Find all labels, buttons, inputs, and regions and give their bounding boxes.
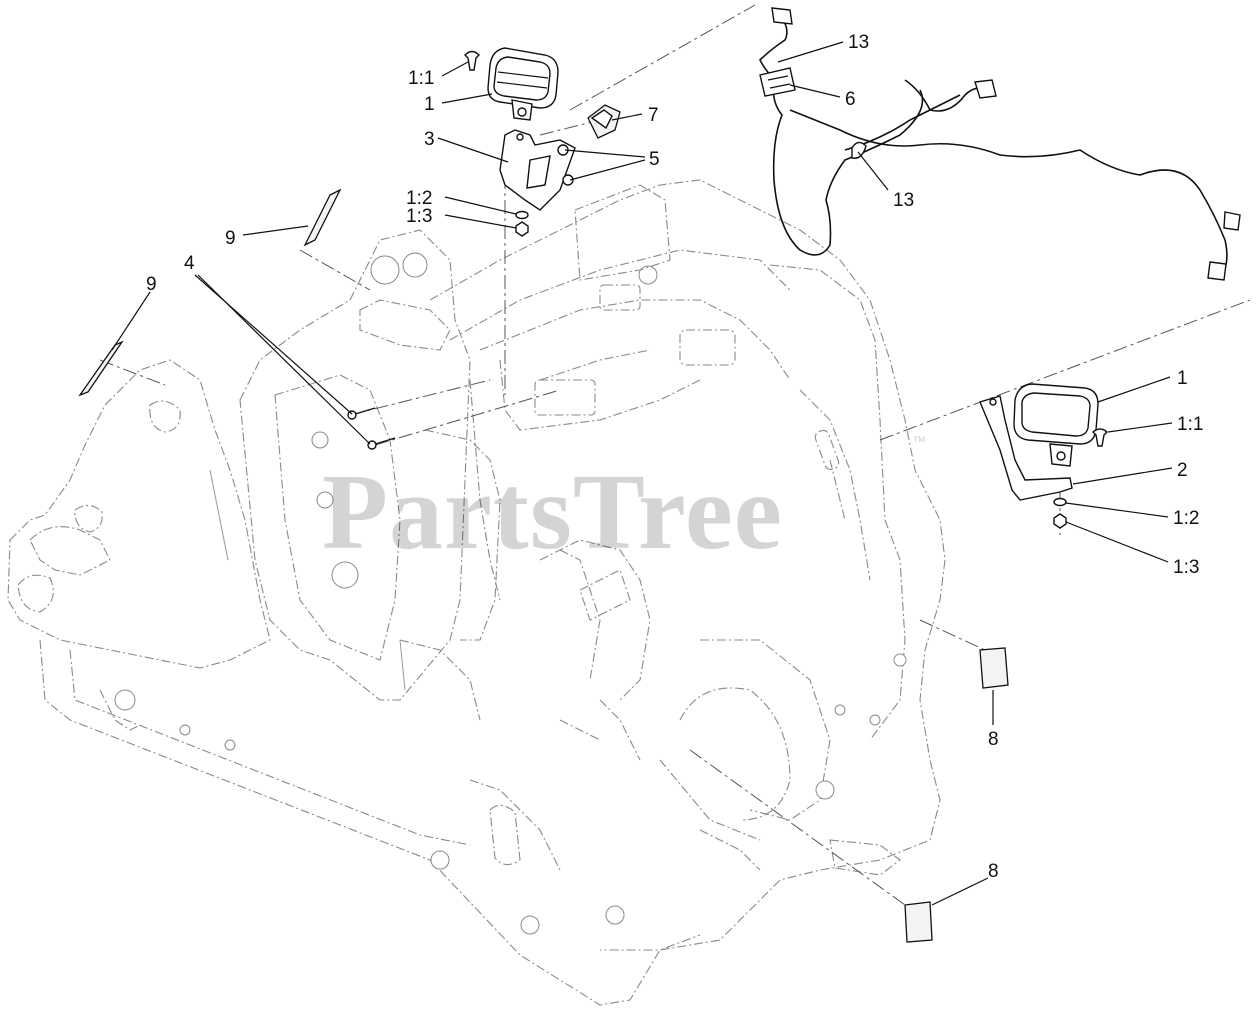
callout-2: 2 — [1177, 460, 1188, 481]
callout-9-upper: 9 — [225, 228, 236, 249]
light-bracket-3 — [499, 129, 576, 211]
callout-1-left: 1 — [424, 94, 435, 115]
loader-frame-outline — [7, 179, 946, 1006]
assembly-lines — [99, 4, 1251, 906]
callout-1-2-left: 1:2 — [406, 188, 432, 209]
callout-4: 4 — [184, 253, 195, 274]
decal-8-upper — [979, 647, 1009, 689]
decal-8-lower — [904, 901, 933, 943]
callout-8-lower: 8 — [988, 861, 999, 882]
callout-9-lower: 9 — [146, 274, 157, 295]
leader-lines — [111, 41, 1173, 906]
callout-5: 5 — [649, 149, 660, 170]
nuts-5 — [557, 144, 574, 186]
watermark: PartsTree ™ — [322, 433, 926, 572]
callout-1-2-right: 1:2 — [1173, 508, 1199, 529]
washer-nut-left — [515, 210, 529, 237]
callout-1-1-right: 1:1 — [1177, 414, 1203, 435]
work-light-left — [487, 47, 559, 121]
decal-9-upper — [303, 188, 342, 247]
work-light-right — [1013, 383, 1099, 467]
callout-3: 3 — [424, 129, 435, 150]
callout-7: 7 — [648, 105, 659, 126]
callout-6: 6 — [845, 89, 856, 110]
bolt-4-lower — [367, 437, 396, 450]
callout-13-upper: 13 — [848, 32, 869, 53]
washer-nut-right — [1053, 497, 1067, 529]
callout-labels: 1:1 1 3 7 5 1:2 1:3 9 4 9 13 6 13 1 1:1 … — [146, 32, 1203, 882]
callout-8-upper: 8 — [988, 729, 999, 750]
watermark-brand: PartsTree — [322, 453, 783, 572]
connector-6 — [759, 67, 796, 97]
watermark-trademark: ™ — [912, 433, 926, 449]
callout-1-3-left: 1:3 — [406, 206, 432, 227]
decal-9-lower — [78, 340, 124, 397]
wire-harness — [759, 7, 1241, 281]
callout-13-lower: 13 — [893, 190, 914, 211]
switch-7 — [587, 104, 621, 139]
carriage-bolt-left — [464, 50, 480, 71]
callout-1-right: 1 — [1177, 368, 1188, 389]
callout-1-3-right: 1:3 — [1173, 557, 1199, 578]
carriage-bolt-right — [1091, 428, 1109, 447]
light-bracket-2 — [979, 395, 1073, 501]
callout-1-1-left: 1:1 — [408, 68, 434, 89]
